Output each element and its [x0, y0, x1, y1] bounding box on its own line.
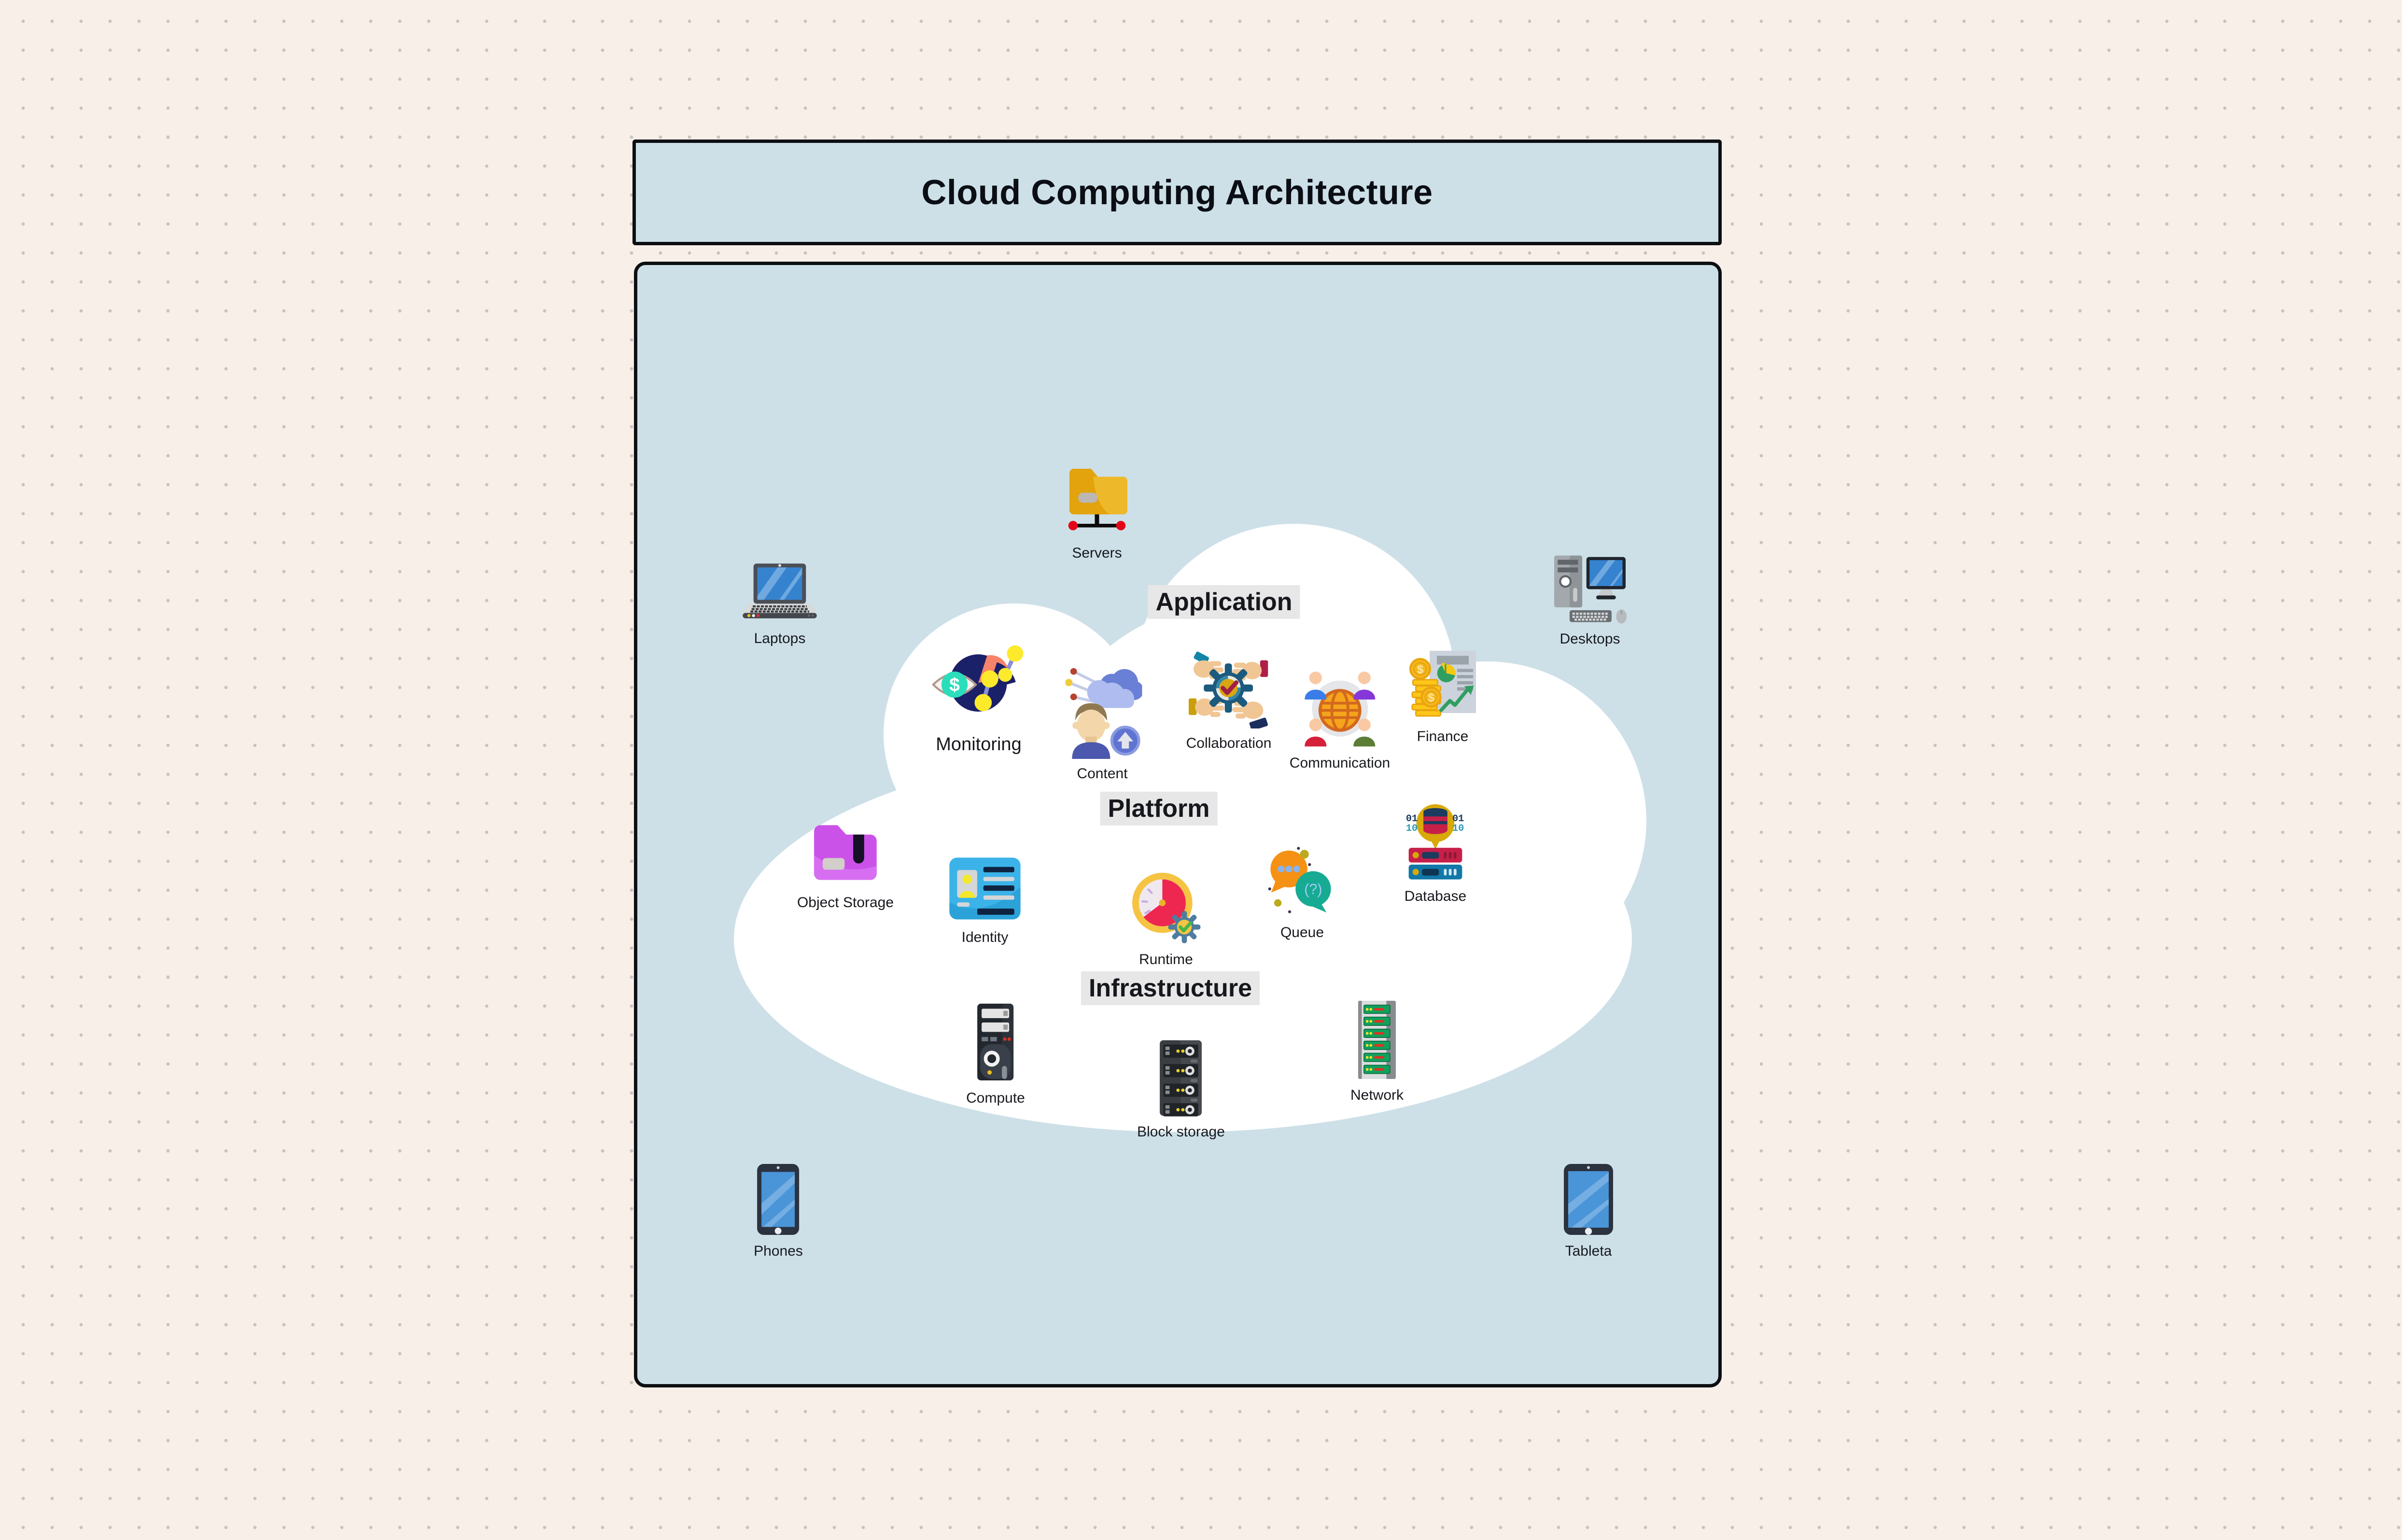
svg-text:01: 01: [1406, 813, 1418, 825]
compute-tower-icon: [977, 1004, 1014, 1080]
svg-text:$: $: [949, 675, 960, 696]
svg-text:$: $: [1428, 691, 1434, 704]
node-collaboration[interactable]: Collaboration: [1183, 651, 1275, 751]
svg-text:$: $: [1417, 663, 1424, 676]
node-label: Collaboration: [1186, 735, 1272, 751]
node-label: Compute: [966, 1090, 1025, 1106]
title-bar: Cloud Computing Architecture: [632, 140, 1722, 245]
layer-label-application: Application: [1148, 585, 1300, 619]
node-phones[interactable]: Phones: [754, 1162, 803, 1259]
node-label: Monitoring: [936, 734, 1022, 755]
laptop-icon: [743, 563, 817, 618]
node-label: Runtime: [1139, 952, 1193, 967]
node-label: Finance: [1417, 728, 1469, 744]
node-servers[interactable]: Servers: [1061, 459, 1133, 561]
desktop-computer-icon: [1554, 555, 1627, 624]
identity-card-icon: [949, 857, 1021, 920]
node-finance[interactable]: $ $ Finance: [1406, 649, 1479, 744]
node-label: Network: [1350, 1087, 1404, 1103]
node-label: Laptops: [754, 630, 806, 646]
communication-globe-people-icon: [1305, 672, 1375, 747]
node-label: Desktops: [1559, 631, 1620, 647]
page-title: Cloud Computing Architecture: [921, 173, 1433, 212]
node-monitoring[interactable]: $ Monitoring: [931, 642, 1026, 755]
node-network[interactable]: Network: [1350, 999, 1404, 1103]
node-label: Communication: [1289, 755, 1391, 771]
node-label: Database: [1404, 888, 1467, 904]
object-storage-folder-icon: [814, 825, 877, 880]
block-storage-rack-icon: [1160, 1040, 1202, 1117]
node-tableta[interactable]: Tableta: [1562, 1162, 1615, 1259]
node-label: Content: [1077, 766, 1128, 782]
node-compute[interactable]: Compute: [966, 1002, 1025, 1106]
node-label: Servers: [1072, 545, 1122, 561]
collaboration-hands-gear-icon: [1189, 651, 1268, 728]
node-label: Phones: [754, 1243, 803, 1259]
node-label: Block storage: [1137, 1124, 1225, 1140]
node-label: Object Storage: [797, 895, 894, 910]
tablet-icon: [1564, 1164, 1613, 1235]
monitoring-eye-chart-icon: $: [931, 645, 1024, 712]
finance-report-coins-icon: $ $: [1409, 651, 1476, 717]
node-runtime[interactable]: Runtime: [1129, 869, 1203, 967]
node-database[interactable]: 01 10 01 10 Database: [1400, 801, 1471, 904]
database-servers-icon: 01 10 01 10: [1406, 804, 1464, 880]
node-queue[interactable]: (?) Queue: [1263, 842, 1342, 940]
layer-label-platform: Platform: [1100, 792, 1218, 826]
svg-text:(?): (?): [1304, 881, 1322, 897]
content-user-cloud-upload-icon: [1065, 668, 1142, 759]
node-object-storage[interactable]: Object Storage: [797, 811, 894, 910]
network-rack-icon: [1358, 1001, 1396, 1079]
node-label: Tableta: [1565, 1243, 1612, 1259]
node-label: Identity: [961, 929, 1009, 945]
node-communication[interactable]: Communication: [1290, 665, 1390, 771]
node-identity[interactable]: Identity: [946, 854, 1024, 945]
layer-label-infrastructure: Infrastructure: [1081, 971, 1260, 1005]
svg-text:10: 10: [1452, 823, 1464, 834]
node-block-storage[interactable]: Block storage: [1137, 1039, 1225, 1140]
node-label: Queue: [1280, 924, 1324, 940]
svg-text:01: 01: [1452, 813, 1464, 825]
runtime-timer-gear-icon: [1132, 872, 1201, 943]
queue-chat-bubbles-icon: (?): [1268, 847, 1331, 913]
smartphone-icon: [757, 1164, 800, 1235]
node-desktops[interactable]: Desktops: [1551, 553, 1629, 647]
svg-text:10: 10: [1406, 823, 1418, 834]
node-content[interactable]: Content: [1063, 662, 1142, 782]
node-laptops[interactable]: Laptops: [741, 560, 818, 646]
folder-network-icon: [1068, 469, 1127, 531]
